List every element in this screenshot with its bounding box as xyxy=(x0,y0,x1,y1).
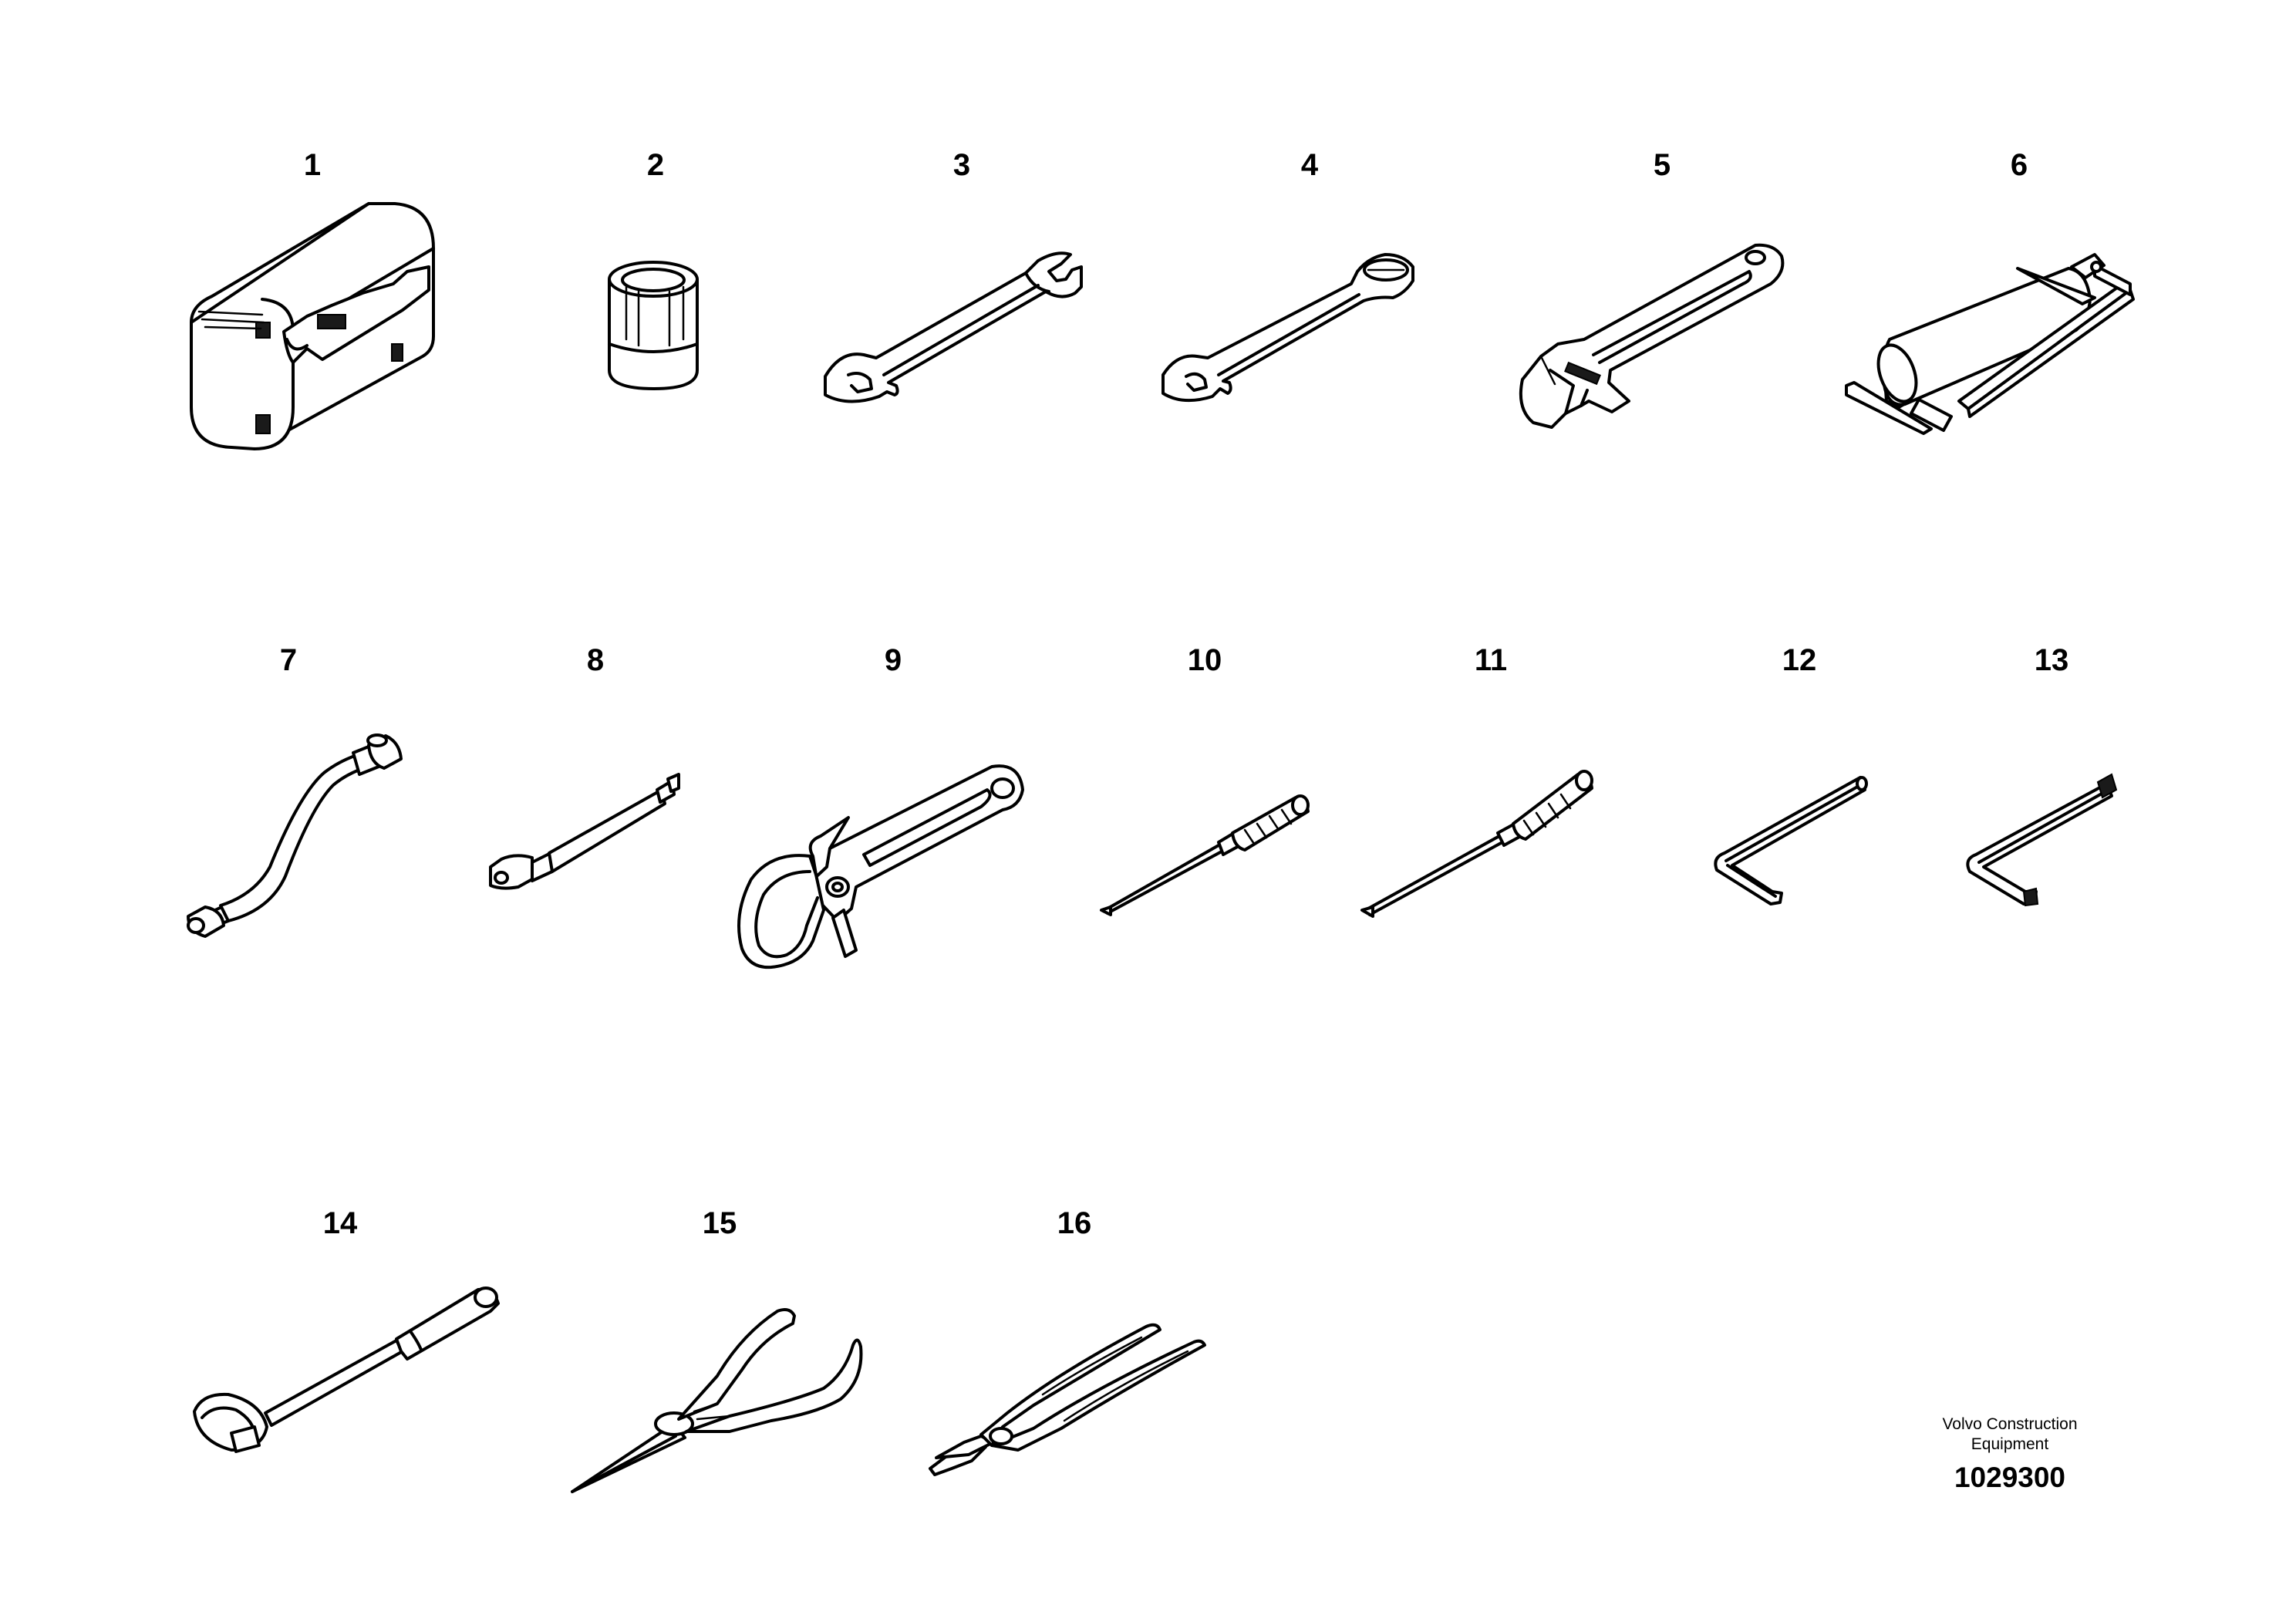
ratchet-handle-icon xyxy=(193,1286,500,1453)
item-number-12: 12 xyxy=(1782,643,1817,677)
item-number-8: 8 xyxy=(587,643,604,677)
brand-line-1: Volvo Construction xyxy=(1942,1415,2077,1433)
phillips-screwdriver-icon xyxy=(1100,794,1310,916)
item-number-1: 1 xyxy=(304,148,321,182)
item-number-3: 3 xyxy=(953,148,970,182)
slip-joint-pliers-icon xyxy=(929,1323,1206,1476)
adjustable-wrench-icon xyxy=(1519,243,1785,429)
item-number-2: 2 xyxy=(647,148,664,182)
item-number-15: 15 xyxy=(703,1206,737,1240)
filter-strap-wrench-icon xyxy=(737,764,1024,969)
long-nose-pliers-icon xyxy=(571,1308,863,1493)
grease-gun-icon xyxy=(1845,253,2135,435)
item-number-9: 9 xyxy=(885,643,902,677)
drawing-code: 1029300 xyxy=(1954,1462,2065,1493)
socket-icon xyxy=(608,261,699,390)
flat-screwdriver-icon xyxy=(1360,770,1593,918)
item-number-11: 11 xyxy=(1475,643,1507,677)
brand-line-2: Equipment xyxy=(1971,1435,2049,1453)
item-number-6: 6 xyxy=(2011,148,2028,182)
hex-key-icon xyxy=(1714,776,1868,905)
item-number-7: 7 xyxy=(280,643,297,677)
item-number-10: 10 xyxy=(1188,643,1222,677)
combination-wrench-icon xyxy=(1161,253,1414,403)
torx-key-icon xyxy=(1966,773,2118,907)
item-number-4: 4 xyxy=(1301,148,1319,182)
item-number-14: 14 xyxy=(323,1206,358,1240)
item-number-16: 16 xyxy=(1057,1206,1092,1240)
item-number-13: 13 xyxy=(2035,643,2069,677)
extension-bar-icon xyxy=(489,773,680,890)
open-end-wrench-icon xyxy=(824,251,1083,403)
item-number-5: 5 xyxy=(1654,148,1671,182)
curved-socket-wrench-icon xyxy=(187,733,403,938)
tool-bag-icon xyxy=(190,202,435,450)
